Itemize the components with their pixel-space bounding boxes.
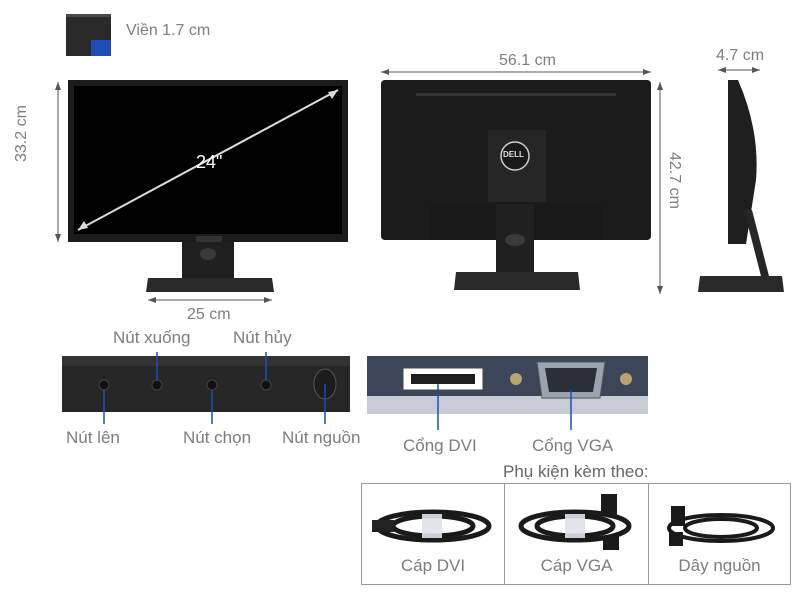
bezel-thumbnail xyxy=(66,14,111,56)
button-power-label: Nút nguồn xyxy=(282,428,361,447)
back-width-label: 56.1 cm xyxy=(499,52,556,69)
accessory-item: Cáp VGA xyxy=(505,484,648,584)
button-up-label: Nút lên xyxy=(66,428,120,447)
accessory-item: Dây nguồn xyxy=(649,484,790,584)
side-depth-label: 4.7 cm xyxy=(716,47,765,64)
button-down-label: Nút xuống xyxy=(113,328,191,347)
diagonal-label: 24" xyxy=(196,152,223,172)
accessory-label: Cáp VGA xyxy=(540,556,613,575)
button-select-label: Nút chọn xyxy=(183,428,252,447)
port-dvi-label: Cổng DVI xyxy=(403,436,477,455)
bezel-label: Viền 1.7 cm xyxy=(126,22,211,39)
accessory-label: Dây nguồn xyxy=(678,556,761,575)
dell-logo: DELL xyxy=(503,150,524,159)
dvi-cable-icon xyxy=(372,509,492,543)
accessories-title: Phụ kiện kèm theo: xyxy=(503,462,649,481)
accessories-box: Cáp DVI Cáp VGA Dây nguồn xyxy=(361,483,791,585)
button-cancel-label: Nút hủy xyxy=(233,328,292,347)
vga-cable-icon xyxy=(518,494,632,550)
stand-width-label: 25 cm xyxy=(187,306,231,323)
accessory-label: Cáp DVI xyxy=(400,556,466,575)
bezel-corner xyxy=(91,40,111,56)
accessory-item: Cáp DVI xyxy=(362,484,504,584)
port-vga-label: Cổng VGA xyxy=(532,436,614,455)
power-cord-icon xyxy=(667,506,775,546)
